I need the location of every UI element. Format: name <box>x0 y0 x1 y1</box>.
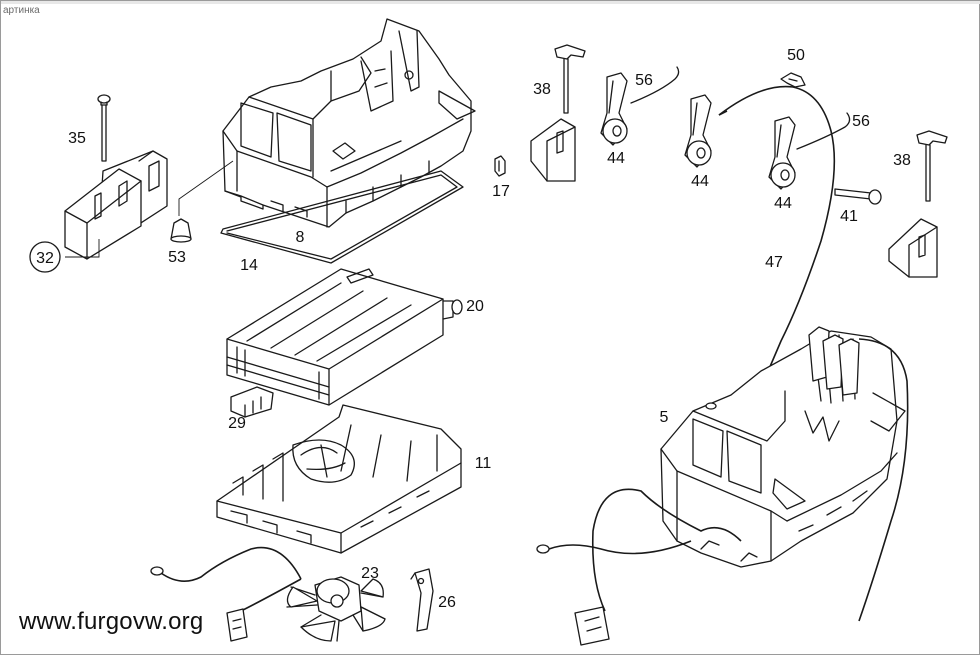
label-56-a: 56 <box>635 72 653 89</box>
part-23-blower-fan <box>150 546 386 642</box>
part-56-spring-b <box>796 112 851 150</box>
label-44-a: 44 <box>607 150 625 167</box>
part-number-labels: 32 35 53 8 14 17 38 44 56 44 50 56 38 44… <box>29 47 911 611</box>
label-35: 35 <box>68 130 86 147</box>
label-47: 47 <box>765 254 783 271</box>
part-17-clip <box>494 155 506 177</box>
label-20: 20 <box>466 298 484 315</box>
label-11: 11 <box>475 455 492 472</box>
part-44-lever-a <box>600 72 628 146</box>
part-44-lever-b <box>684 94 712 168</box>
leader-lines-left <box>65 160 234 258</box>
label-26: 26 <box>438 594 456 611</box>
part-47-cable <box>718 85 836 370</box>
part-53-clip <box>170 218 192 243</box>
part-5-assembled-housing <box>536 326 909 646</box>
label-38-right: 38 <box>893 152 911 169</box>
part-26-strap <box>410 568 434 632</box>
label-44-b: 44 <box>691 173 709 190</box>
label-23: 23 <box>361 565 379 582</box>
part-41-pin <box>834 188 882 205</box>
part-8-upper-housing <box>222 18 476 228</box>
label-56-b: 56 <box>852 113 870 130</box>
part-14-gasket <box>220 170 464 264</box>
part-38-lever-left <box>530 44 586 182</box>
part-29-bracket <box>230 386 274 418</box>
label-8: 8 <box>296 229 305 246</box>
part-38-lever-right <box>888 130 948 278</box>
part-20-heater-core <box>226 268 463 406</box>
part-11-lower-housing <box>216 404 462 554</box>
part-35-bolt <box>97 94 111 162</box>
image-caption: артинка <box>3 5 40 16</box>
label-32: 32 <box>36 250 54 267</box>
label-41: 41 <box>840 208 858 225</box>
label-38-left: 38 <box>533 81 551 98</box>
label-44-c: 44 <box>774 195 792 212</box>
part-50-clamp <box>780 72 806 88</box>
part-32-bracket <box>64 150 168 260</box>
label-17: 17 <box>492 183 510 200</box>
label-29: 29 <box>228 415 246 432</box>
part-56-spring-a <box>630 66 680 104</box>
label-5: 5 <box>660 409 669 426</box>
label-32-circle <box>29 241 61 273</box>
label-50: 50 <box>787 47 805 64</box>
part-44-lever-c <box>768 116 796 190</box>
top-strip <box>1 1 980 4</box>
watermark-text: www.furgovw.org <box>19 608 204 635</box>
label-14: 14 <box>240 257 258 274</box>
label-53: 53 <box>168 249 186 266</box>
